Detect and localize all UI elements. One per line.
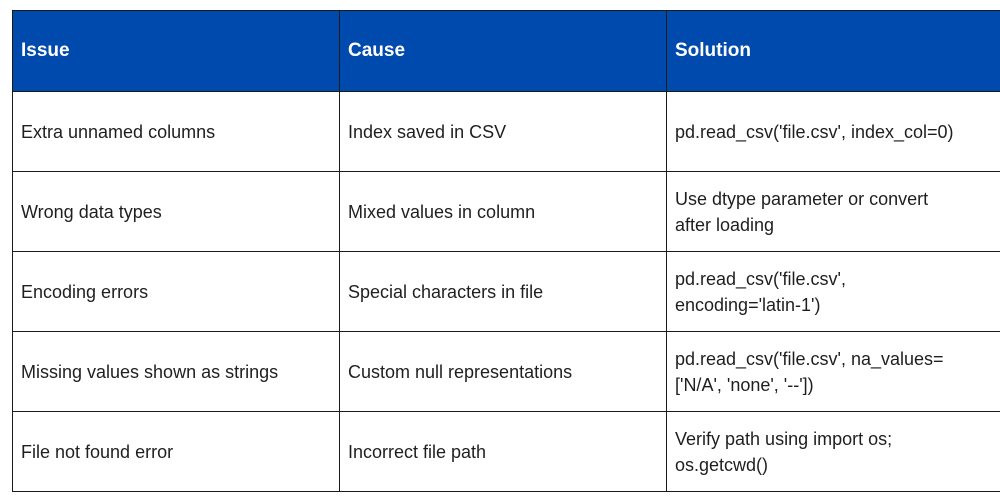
header-solution: Solution	[666, 10, 1000, 92]
cause-cell: Special characters in file	[339, 251, 667, 332]
table-row: Extra unnamed columns Index saved in CSV…	[12, 91, 1000, 172]
solution-cell: Use dtype parameter or convert after loa…	[666, 171, 1000, 252]
troubleshooting-table: Issue Cause Solution Extra unnamed colum…	[12, 10, 1000, 492]
cause-cell: Custom null representations	[339, 331, 667, 412]
cause-cell: Mixed values in column	[339, 171, 667, 252]
solution-cell: Verify path using import os; os.getcwd()	[666, 411, 1000, 492]
cause-cell: Index saved in CSV	[339, 91, 667, 172]
solution-cell: pd.read_csv('file.csv', index_col=0)	[666, 91, 1000, 172]
table-row: Encoding errors Special characters in fi…	[12, 251, 1000, 332]
solution-cell: pd.read_csv('file.csv', encoding='latin-…	[666, 251, 1000, 332]
issue-cell: Encoding errors	[12, 251, 340, 332]
table-header: Issue Cause Solution	[12, 10, 1000, 92]
header-row: Issue Cause Solution	[12, 10, 1000, 92]
issue-cell: Missing values shown as strings	[12, 331, 340, 412]
issue-cell: Extra unnamed columns	[12, 91, 340, 172]
header-issue: Issue	[12, 10, 340, 92]
issue-cell: File not found error	[12, 411, 340, 492]
table-row: File not found error Incorrect file path…	[12, 411, 1000, 492]
table-body: Extra unnamed columns Index saved in CSV…	[12, 91, 1000, 492]
table-row: Wrong data types Mixed values in column …	[12, 171, 1000, 252]
cause-cell: Incorrect file path	[339, 411, 667, 492]
solution-cell: pd.read_csv('file.csv', na_values= ['N/A…	[666, 331, 1000, 412]
issue-cell: Wrong data types	[12, 171, 340, 252]
table-row: Missing values shown as strings Custom n…	[12, 331, 1000, 412]
header-cause: Cause	[339, 10, 667, 92]
